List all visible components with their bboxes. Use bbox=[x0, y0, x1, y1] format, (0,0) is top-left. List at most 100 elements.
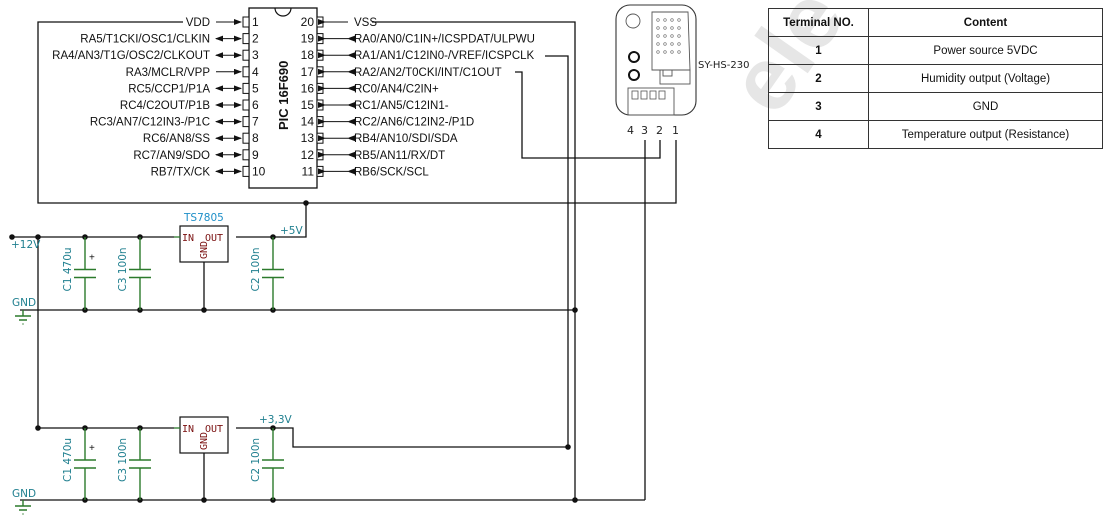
mounting-hole bbox=[625, 13, 641, 29]
capacitor-symbol bbox=[74, 428, 96, 500]
capacitor-bottom-1: +C1 470u bbox=[62, 428, 96, 500]
pin-pad bbox=[316, 82, 324, 94]
pin-number: 11 bbox=[302, 164, 315, 178]
sensor-chip-pad bbox=[662, 69, 673, 77]
pin-number: 17 bbox=[301, 65, 315, 79]
chip-body bbox=[248, 7, 318, 189]
capacitor-rh bbox=[628, 69, 640, 81]
table-row: 2 Humidity output (Voltage) bbox=[768, 64, 1103, 93]
capacitor-top-1: +C1 470u bbox=[62, 237, 96, 310]
sensor-dot bbox=[677, 18, 681, 22]
pin-number: 2 bbox=[252, 32, 259, 46]
capacitor-top-3: C2 100n bbox=[250, 237, 284, 310]
sensor-dot bbox=[663, 50, 667, 54]
pin-label: RA3/MCLR/VPP bbox=[126, 67, 211, 79]
pin-pad bbox=[316, 66, 324, 78]
pin-pad bbox=[316, 16, 324, 28]
pin-label: RA2/AN2/T0CKI/INT/C1OUT bbox=[354, 67, 502, 79]
pin-pad bbox=[242, 149, 250, 161]
sensor-pin-2: 2 bbox=[656, 124, 663, 137]
terminal-content: Humidity output (Voltage) bbox=[868, 64, 1103, 93]
capacitor-label: C3 100n bbox=[117, 438, 129, 482]
pin-label: RB6/SCK/SCL bbox=[354, 166, 429, 178]
junction bbox=[303, 200, 309, 206]
pin-number: 5 bbox=[252, 81, 259, 95]
header-terminal-no: Terminal NO. bbox=[768, 8, 869, 37]
connector-slot bbox=[631, 90, 639, 100]
sensor-dot bbox=[670, 50, 674, 54]
sensor-dot bbox=[656, 26, 660, 30]
pin-number: 3 bbox=[252, 48, 259, 62]
ground-symbol bbox=[15, 310, 31, 325]
chip-pin-6: 6 RC4/C2OUT/P1B bbox=[120, 98, 259, 112]
capacitor-symbol bbox=[74, 237, 96, 310]
sensor-dot bbox=[670, 42, 674, 46]
regulator-gnd-label: GND bbox=[199, 241, 210, 259]
pin-pad bbox=[242, 16, 250, 28]
chip-pin-5: 5 RC5/CCP1/P1A bbox=[128, 81, 259, 95]
sensor-dot bbox=[656, 50, 660, 54]
capacitor-label: C2 100n bbox=[250, 438, 262, 482]
pin-pad bbox=[316, 49, 324, 61]
sensor-connector bbox=[627, 87, 675, 116]
pin-label: RC3/AN7/C12IN3-/P1C bbox=[90, 117, 210, 129]
regulator-gnd-label: GND bbox=[199, 432, 210, 450]
sensor-dot bbox=[663, 42, 667, 46]
humidity-sensor: SY-HS-230 4 3 2 1 bbox=[615, 4, 749, 137]
pin-label: RC4/C2OUT/P1B bbox=[120, 100, 210, 112]
pin-number: 4 bbox=[252, 65, 259, 79]
pic-chip: PIC 16F690 bbox=[248, 7, 318, 189]
chip-pin-9: 9 RC7/AN9/SDO bbox=[133, 148, 259, 162]
net-5v: +5V bbox=[280, 225, 303, 237]
sensor-dot bbox=[663, 34, 667, 38]
polarity-mark: + bbox=[89, 443, 95, 454]
ground-symbol bbox=[15, 500, 31, 515]
sensor-pin-3: 3 bbox=[641, 124, 648, 137]
regulator-body bbox=[179, 225, 229, 263]
capacitor-symbol bbox=[262, 428, 284, 500]
sensor-dot bbox=[677, 42, 681, 46]
terminal-number: 1 bbox=[768, 36, 869, 65]
pin-label: RC2/AN6/C12IN2-/P1D bbox=[354, 117, 474, 129]
regulator-in-label: IN bbox=[182, 233, 194, 244]
table-row: 4 Temperature output (Resistance) bbox=[768, 120, 1103, 149]
chip-notch bbox=[274, 7, 292, 17]
pin-pad bbox=[242, 66, 250, 78]
5v-wire bbox=[273, 203, 307, 238]
chip-left-pins: 1VDD2RA5/T1CKI/OSC1/CLKIN3RA4/AN3/T1G/OS… bbox=[52, 15, 266, 178]
pin-label: RC7/AN9/SDO bbox=[133, 150, 210, 162]
vdd-wire bbox=[37, 21, 677, 204]
pin-label: RC5/CCP1/P1A bbox=[128, 83, 210, 95]
connector-slot bbox=[640, 90, 648, 100]
pin-label: RA1/AN1/C12IN0-/VREF/ICSPCLK bbox=[354, 50, 535, 62]
pin-number: 8 bbox=[252, 131, 259, 145]
capacitor-symbol bbox=[129, 237, 151, 310]
pin-number: 6 bbox=[252, 98, 259, 112]
sensor-dot bbox=[663, 18, 667, 22]
pin-label: VSS bbox=[354, 17, 377, 29]
sensor-dot bbox=[670, 26, 674, 30]
pin-number: 10 bbox=[252, 164, 266, 178]
terminal-content: Temperature output (Resistance) bbox=[868, 120, 1103, 149]
3v3-rail bbox=[236, 427, 568, 448]
chip-name: PIC 16F690 bbox=[276, 61, 291, 130]
capacitor-bottom-3: C2 100n bbox=[250, 428, 284, 500]
pin-pad bbox=[316, 149, 324, 161]
sensor-chip bbox=[659, 69, 691, 85]
capacitor-symbol bbox=[262, 237, 284, 310]
pin-number: 7 bbox=[252, 115, 259, 129]
net-gnd-bottom: GND bbox=[12, 488, 36, 500]
sensor-dot bbox=[663, 26, 667, 30]
pin-pad bbox=[242, 82, 250, 94]
sensor-grid bbox=[656, 18, 681, 54]
pin-number: 9 bbox=[252, 148, 259, 162]
sensor-dot bbox=[656, 42, 660, 46]
junction bbox=[9, 234, 15, 240]
sensor-pin-1: 1 bbox=[672, 124, 679, 137]
capacitor-bottom-2: C3 100n bbox=[117, 428, 151, 500]
